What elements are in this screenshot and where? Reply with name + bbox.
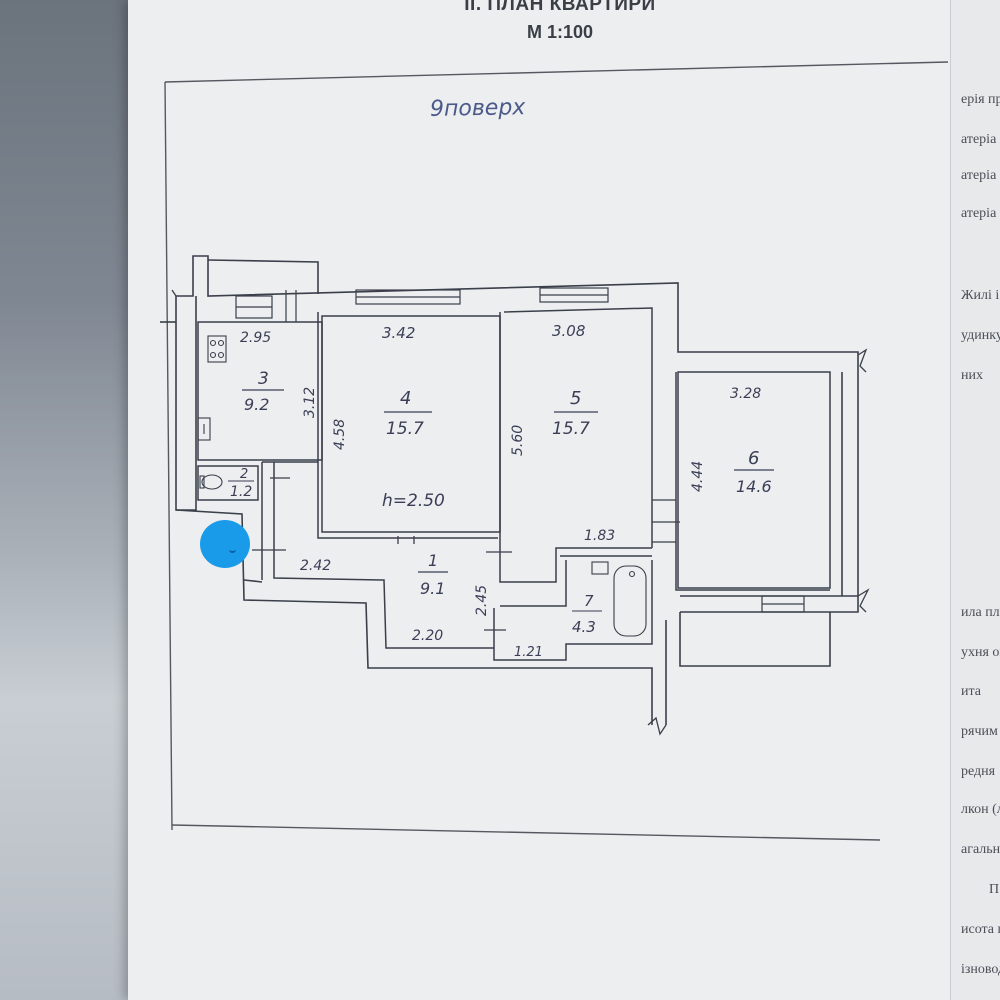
next-page-text: ізноводи bbox=[961, 962, 1000, 977]
dimension-label: 2.45 bbox=[474, 585, 490, 616]
next-page-text: ита bbox=[961, 684, 981, 699]
room-number-5: 5 bbox=[570, 388, 581, 409]
room-number-1: 1 bbox=[428, 551, 438, 570]
room-area-2: 1.2 bbox=[230, 484, 252, 500]
dimension-label: 5.60 bbox=[510, 425, 526, 456]
dimension-label: 4.58 bbox=[332, 419, 348, 450]
next-page-text: атеріа bbox=[961, 168, 997, 183]
room-area-5: 15.7 bbox=[552, 419, 590, 439]
door-marks bbox=[171, 289, 870, 736]
dimension-label: 3.42 bbox=[382, 324, 415, 342]
room-number-2: 2 bbox=[240, 467, 248, 482]
room-number-7: 7 bbox=[584, 592, 594, 610]
next-page-text: них bbox=[961, 368, 983, 383]
stove-icon bbox=[207, 335, 227, 363]
interior-walls bbox=[197, 307, 831, 661]
toilet-icon bbox=[199, 474, 223, 490]
room-area-4: 15.7 bbox=[386, 419, 424, 439]
dimension-label: 2.20 bbox=[412, 628, 443, 644]
room-labels: 3 9.2 4 15.7 5 15.7 6 14.6 2 1.2 1 9.1 7… bbox=[228, 369, 774, 636]
scan-background bbox=[0, 0, 130, 1000]
dimension-label: 1.21 bbox=[514, 645, 543, 660]
sink-icon bbox=[197, 417, 211, 441]
document-title: II. ПЛАН КВАРТИРИ bbox=[464, 0, 656, 15]
next-page-text: атеріа bbox=[961, 132, 997, 147]
next-page-text: рячим в bbox=[961, 724, 1000, 739]
room-area-6: 14.6 bbox=[736, 477, 772, 496]
next-page-text: ухня ок bbox=[961, 645, 1000, 660]
dimension-label: 4.44 bbox=[690, 461, 706, 492]
blue-marker bbox=[200, 520, 250, 568]
dimension-label: 3.28 bbox=[730, 386, 761, 402]
next-page-text: атеріа bbox=[961, 206, 997, 221]
room-area-1: 9.1 bbox=[420, 579, 445, 598]
dimension-label: 3.12 bbox=[302, 387, 318, 418]
windows bbox=[235, 287, 805, 613]
next-page-text: удинку bbox=[961, 328, 1000, 343]
dimension-label: 1.83 bbox=[584, 528, 615, 544]
dimension-label: 2.95 bbox=[240, 330, 271, 346]
room-area-7: 4.3 bbox=[572, 618, 596, 636]
document-scale: М 1:100 bbox=[526, 22, 594, 42]
next-page-text: лкон (л bbox=[961, 802, 1000, 817]
next-page-text: ила пл bbox=[961, 605, 1000, 620]
dimension-label: 3.08 bbox=[552, 322, 585, 340]
next-page-text: ерія пр bbox=[961, 92, 1000, 107]
ceiling-height: h=2.50 bbox=[382, 491, 445, 511]
room-area-3: 9.2 bbox=[244, 395, 269, 414]
next-page-text: редня bbox=[961, 764, 996, 779]
next-page-text: агальна bbox=[961, 842, 1000, 857]
next-page-text: исота п bbox=[961, 922, 1000, 937]
room-number-6: 6 bbox=[748, 448, 759, 469]
room-number-4: 4 bbox=[400, 388, 411, 409]
next-page-text: П bbox=[989, 882, 1000, 897]
dimension-labels: 2.95 3.12 3.42 4.58 3.08 5.60 3.28 4.44 … bbox=[240, 322, 761, 660]
next-page-text: Жилі і bbox=[961, 288, 1000, 303]
page-frame bbox=[164, 61, 949, 841]
washbasin-icon bbox=[591, 561, 609, 575]
bathtub-icon bbox=[613, 565, 647, 637]
dimension-label: 2.42 bbox=[300, 558, 331, 574]
next-page-edge: ерія пр атеріа атеріа атеріа Жилі і удин… bbox=[950, 0, 1000, 1000]
room-number-3: 3 bbox=[258, 369, 269, 389]
